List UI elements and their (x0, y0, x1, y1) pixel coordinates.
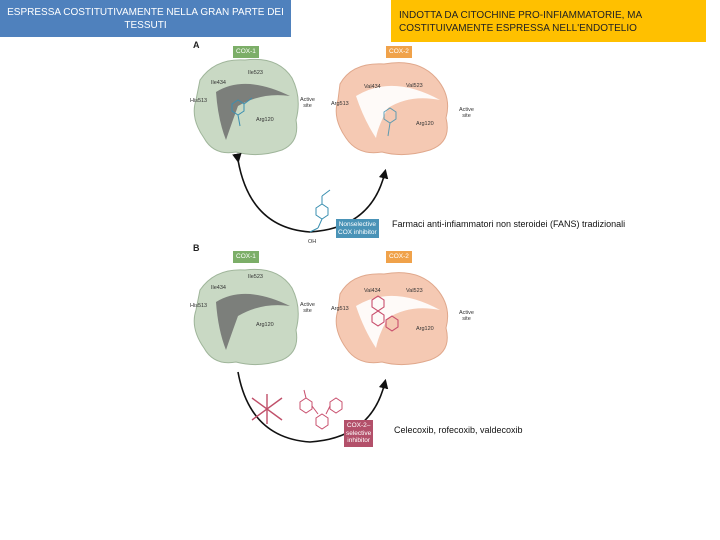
panel-a-cox2-active-site: Active site (459, 107, 474, 119)
panel-a-cox2-ligand (383, 107, 397, 137)
cox2-description: INDOTTA DA CITOCHINE PRO-INFIAMMATORIE, … (399, 10, 642, 34)
panel-a-cox1-protein (193, 58, 299, 156)
panel-b-cox2-protein (335, 272, 449, 366)
panel-a-cox1-active-site: Active site (300, 97, 315, 109)
selective-inhibitor-structure (299, 389, 343, 430)
nonselective-inhibitor-structure (309, 189, 331, 233)
panel-a-cox1-residue: Arg120 (256, 117, 274, 123)
panel-b-cox2-residue: Arg120 (416, 326, 434, 332)
panel-a-cox2-residue: Val434 (364, 84, 381, 90)
panel-a-cox1-residue: Ile434 (211, 80, 226, 86)
panel-a-cox1-residue: Ile523 (248, 70, 263, 76)
coxib-caption: Celecoxib, rofecoxib, valdecoxib (394, 425, 523, 435)
panel-b-arrow (237, 371, 389, 443)
panel-b-cox1-protein (193, 268, 299, 366)
panel-b-cox2-selective-ligand (371, 295, 399, 332)
cox1-description: ESPRESSA COSTITUTIVAMENTE NELLA GRAN PAR… (7, 7, 284, 31)
panel-a-cox1-residue: His513 (190, 98, 208, 104)
panel-b-cox2-active-site: Active site (459, 310, 474, 322)
nonselective-inhibitor-label: Nonselective COX inhibitor (336, 219, 379, 238)
panel-b-cox1-residue: Arg120 (256, 322, 274, 328)
panel-b-cox1-residue: Ile523 (248, 274, 263, 280)
panel-b-cox1-residue: Ile434 (211, 285, 226, 291)
cox1-description-box: ESPRESSA COSTITUTIVAMENTE NELLA GRAN PAR… (0, 0, 291, 37)
blocked-cox1-mark (251, 394, 283, 424)
panel-a-cox2-residue: Arg513 (331, 101, 349, 107)
cox2-description-box: INDOTTA DA CITOCHINE PRO-INFIAMMATORIE, … (391, 0, 706, 42)
panel-a-cox2-protein (335, 62, 449, 156)
panel-b-cox2-residue: Val434 (364, 288, 381, 294)
panel-b-cox1-active-site: Active site (300, 302, 315, 314)
panel-a-cox2-residue: Arg120 (416, 121, 434, 127)
panel-b-cox2-tag: COX-2 (386, 251, 412, 263)
panel-b-cox2-residue: Arg513 (331, 306, 349, 312)
panel-a-cox2-residue: Val523 (406, 83, 423, 89)
panel-a-cox1-ligand (231, 97, 253, 127)
panel-b-cox1-tag: COX-1 (233, 251, 259, 263)
fans-caption: Farmaci anti-infiammatori non steroidei … (392, 219, 626, 229)
panel-b-letter: B (193, 243, 200, 253)
panel-a-cox1-tag: COX-1 (233, 46, 259, 58)
panel-b-cox1-residue: His513 (190, 303, 208, 309)
oh-group-label: OH (308, 239, 317, 245)
panel-a-letter: A (193, 40, 200, 50)
panel-a-cox2-tag: COX-2 (386, 46, 412, 58)
panel-b-cox2-residue: Val523 (406, 288, 423, 294)
selective-inhibitor-label: COX-2– selective inhibitor (344, 420, 374, 447)
